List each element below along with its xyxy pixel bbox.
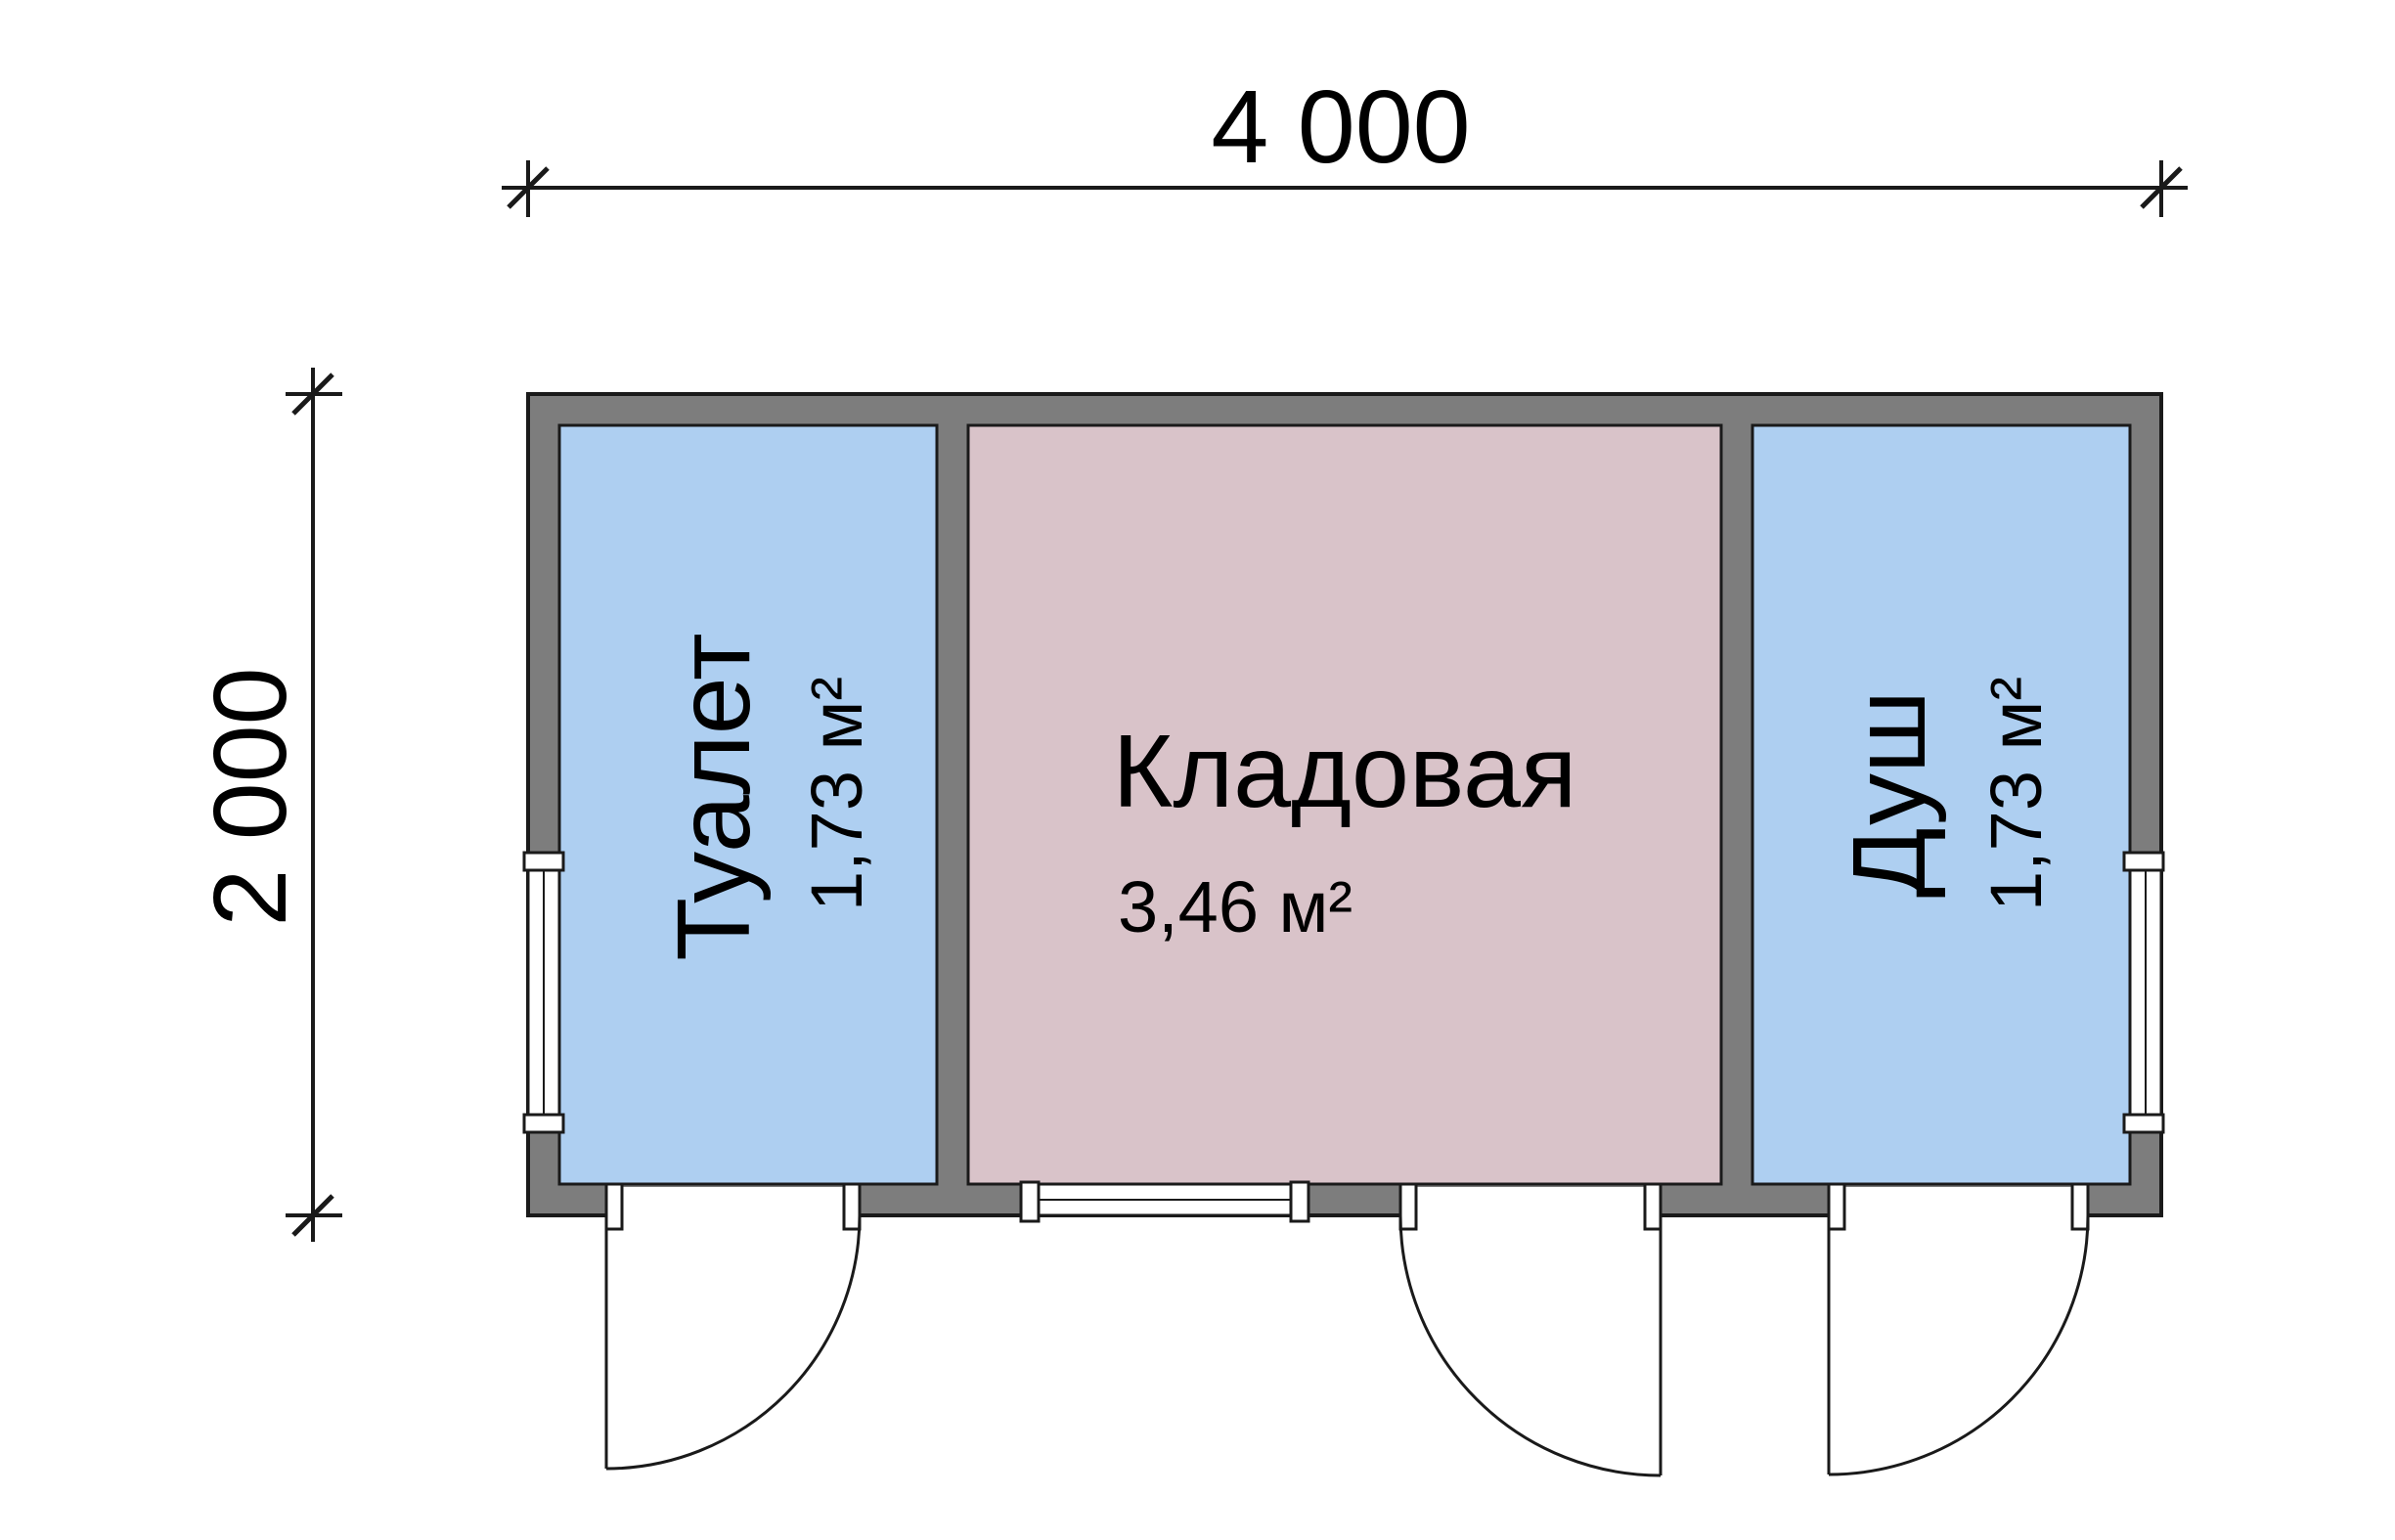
room-shower-floor: [1751, 423, 2132, 1186]
window-bottom-cap-right: [1289, 1180, 1310, 1223]
dimension-width-label: 4 000: [1211, 69, 1471, 185]
door-jamb: [1827, 1182, 1846, 1231]
dimension-height-label: 2 000: [193, 667, 308, 927]
dim-tick: [2140, 166, 2183, 209]
window-right-cap-top: [2122, 851, 2165, 872]
room-shower-area: 1,73 м²: [1975, 676, 2057, 912]
door-jamb: [842, 1182, 862, 1231]
room-toilet-area: 1,73 м²: [796, 676, 877, 912]
door-opening-storage: [1400, 1187, 1661, 1224]
window-bottom-cap-left: [1019, 1180, 1041, 1223]
dim-tick: [507, 166, 550, 209]
door-jamb: [2070, 1182, 2090, 1231]
room-toilet-name: Туалет: [656, 633, 772, 961]
door-jamb: [1398, 1182, 1418, 1231]
door-opening-shower: [1829, 1187, 2088, 1224]
room-storage-area: 3,46 м²: [1117, 866, 1353, 947]
room-toilet-floor: [557, 423, 939, 1186]
room-storage-name: Кладовая: [1112, 714, 1577, 829]
dim-tick: [291, 373, 334, 416]
room-storage-floor: [966, 423, 1723, 1186]
window-left-cap-bottom: [522, 1113, 565, 1134]
dim-tick: [291, 1194, 334, 1237]
door-jamb: [1643, 1182, 1663, 1231]
door-swing-arc-toilet: [605, 1214, 862, 1471]
room-shower-name: Душ: [1832, 689, 1947, 899]
door-jamb: [604, 1182, 624, 1231]
door-swing-arc-shower: [1828, 1214, 2090, 1476]
door-swing-arc-storage: [1398, 1214, 1662, 1477]
door-opening-toilet: [606, 1187, 860, 1224]
window-right-cap-bottom: [2122, 1113, 2165, 1134]
window-left-cap-top: [522, 851, 565, 872]
